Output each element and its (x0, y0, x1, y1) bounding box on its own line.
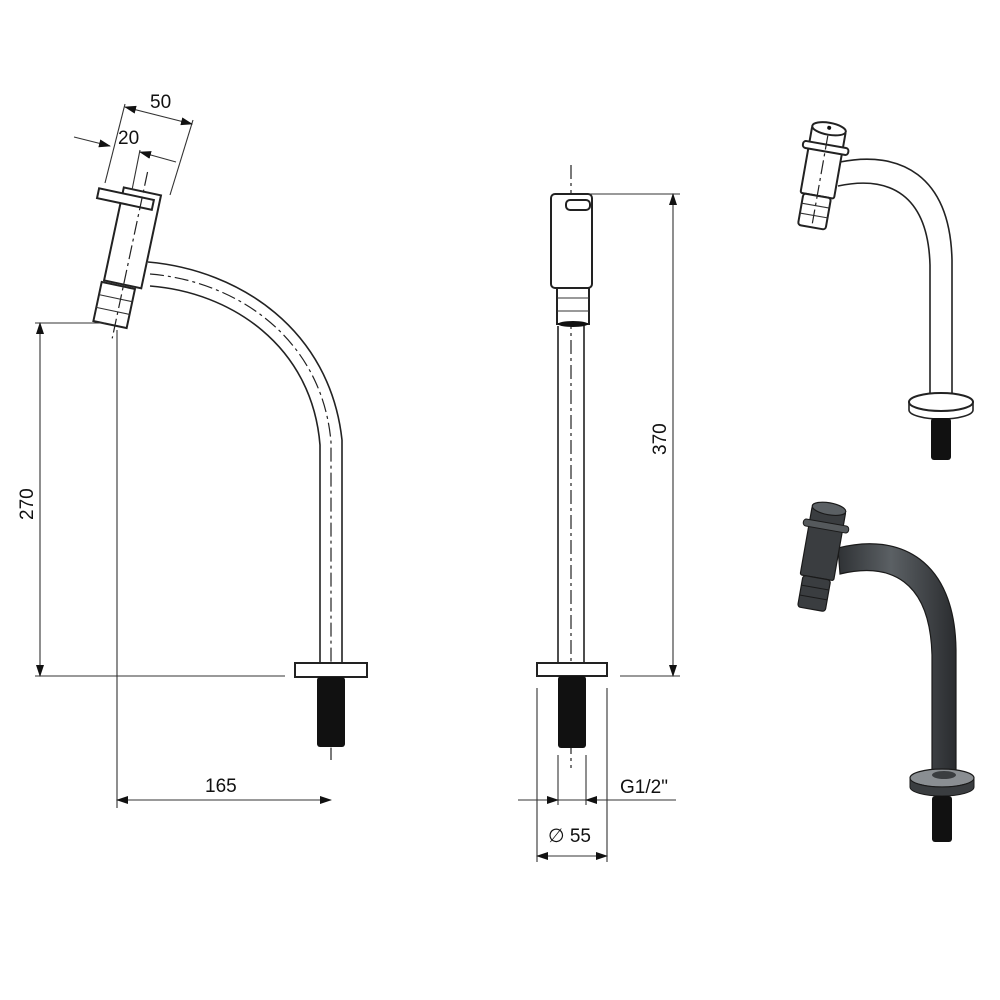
threaded-tail-front (558, 676, 586, 748)
front-view: 370 G1/2" ∅ 55 (518, 165, 680, 862)
outlet-nozzle (92, 280, 137, 330)
spout-centerline (149, 273, 332, 760)
nozzle-front (556, 287, 590, 325)
threaded-tail (317, 677, 345, 747)
side-view: 50 20 270 165 (17, 92, 368, 808)
spout-pipe-inner (149, 285, 321, 665)
lever-handle (95, 187, 156, 211)
dim-diameter: ∅ 55 (548, 826, 591, 847)
dim-270: 270 (17, 488, 38, 520)
lever-front (565, 199, 591, 211)
dim-20: 20 (118, 128, 139, 149)
dim-370: 370 (650, 423, 671, 455)
base-plate (294, 662, 368, 678)
dim-165: 165 (205, 776, 237, 797)
spout-pipe-outer (147, 261, 343, 665)
iso-line-view (797, 121, 974, 460)
valve-head (92, 171, 163, 339)
iso-shaded-view (797, 501, 975, 842)
dim-50: 50 (150, 92, 171, 113)
base-plate-front (536, 662, 608, 677)
dim-thread: G1/2" (620, 777, 668, 798)
